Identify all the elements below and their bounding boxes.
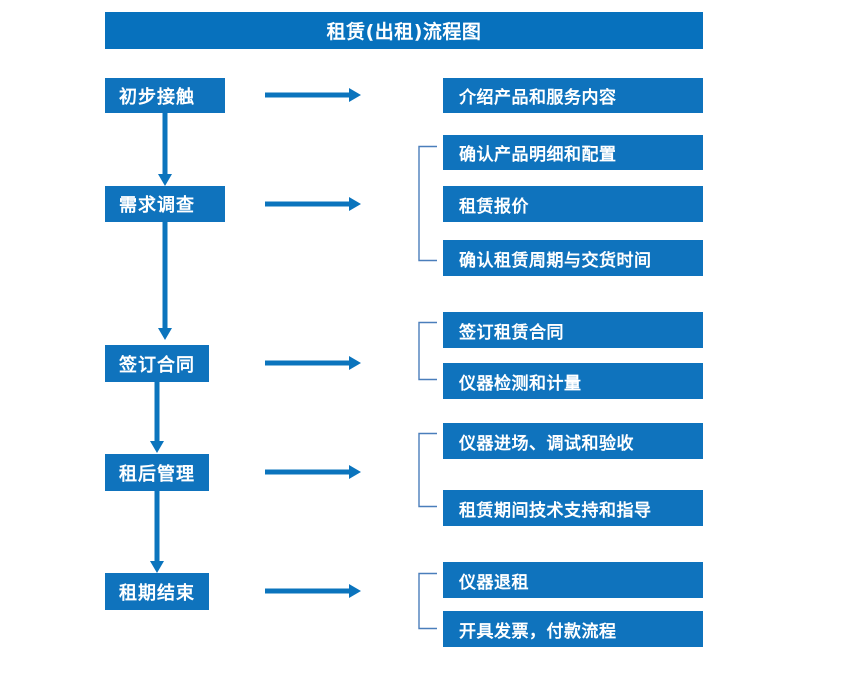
- detail-label: 仪器进场、调试和验收: [459, 433, 634, 454]
- stage-box[interactable]: 租期结束: [105, 573, 209, 610]
- detail-box[interactable]: 介绍产品和服务内容: [443, 78, 703, 113]
- group-bracket: [418, 321, 437, 381]
- detail-box[interactable]: 仪器检测和计量: [443, 363, 703, 399]
- detail-box[interactable]: 租赁报价: [443, 186, 703, 222]
- right-arrow-icon: [265, 196, 361, 212]
- right-arrow-icon: [265, 87, 361, 103]
- stage-box[interactable]: 初步接触: [105, 78, 225, 113]
- stage-box[interactable]: 签订合同: [105, 345, 209, 382]
- detail-label: 租赁报价: [459, 196, 529, 217]
- right-arrow-icon: [265, 355, 361, 371]
- down-arrow-icon: [157, 113, 173, 186]
- down-arrow-icon: [157, 222, 173, 340]
- detail-label: 租赁期间技术支持和指导: [459, 500, 652, 521]
- stage-label: 初步接触: [119, 86, 195, 108]
- group-bracket: [418, 432, 437, 508]
- stage-label: 租后管理: [119, 463, 195, 485]
- stage-box[interactable]: 需求调查: [105, 186, 225, 222]
- right-arrow-icon: [265, 464, 361, 480]
- detail-box[interactable]: 仪器进场、调试和验收: [443, 423, 703, 459]
- detail-label: 确认产品明细和配置: [459, 145, 617, 165]
- detail-box[interactable]: 租赁期间技术支持和指导: [443, 490, 703, 526]
- down-arrow-icon: [149, 491, 165, 573]
- stage-label: 需求调查: [119, 195, 195, 216]
- detail-box[interactable]: 确认产品明细和配置: [443, 135, 703, 170]
- stage-label: 租期结束: [119, 582, 195, 604]
- detail-label: 仪器退租: [459, 572, 529, 593]
- detail-box[interactable]: 签订租赁合同: [443, 312, 703, 348]
- right-arrow-icon: [265, 583, 361, 599]
- detail-box[interactable]: 仪器退租: [443, 562, 703, 598]
- page-title: 租赁(出租)流程图: [105, 12, 703, 49]
- group-bracket: [418, 572, 437, 630]
- stage-box[interactable]: 租后管理: [105, 454, 209, 491]
- group-bracket: [418, 145, 437, 262]
- down-arrow-icon: [149, 382, 165, 453]
- stage-label: 签订合同: [119, 354, 195, 376]
- detail-box[interactable]: 确认租赁周期与交货时间: [443, 240, 703, 276]
- detail-label: 介绍产品和服务内容: [459, 88, 617, 108]
- detail-label: 开具发票，付款流程: [459, 621, 617, 642]
- detail-box[interactable]: 开具发票，付款流程: [443, 611, 703, 647]
- detail-label: 仪器检测和计量: [459, 373, 582, 394]
- detail-label: 签订租赁合同: [459, 322, 564, 343]
- detail-label: 确认租赁周期与交货时间: [459, 250, 652, 271]
